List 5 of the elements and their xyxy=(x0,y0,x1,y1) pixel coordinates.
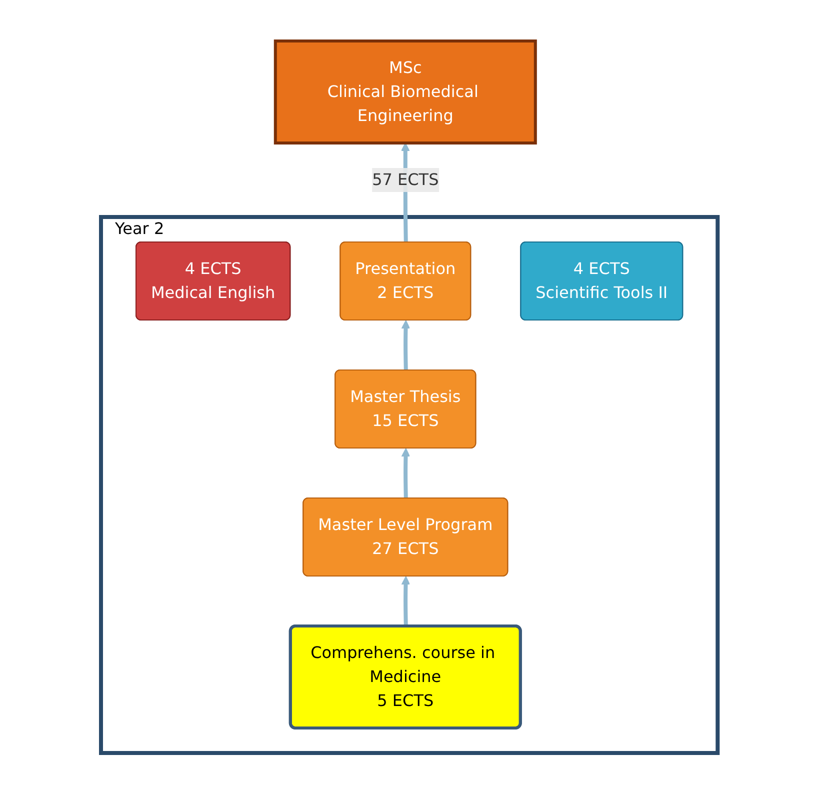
arrow xyxy=(401,576,410,627)
edge-label: 57 ECTS xyxy=(372,170,438,189)
node-box: MSc Clinical Biomedical Engineering xyxy=(274,40,537,144)
arrow xyxy=(401,320,410,371)
arrow xyxy=(401,448,410,499)
